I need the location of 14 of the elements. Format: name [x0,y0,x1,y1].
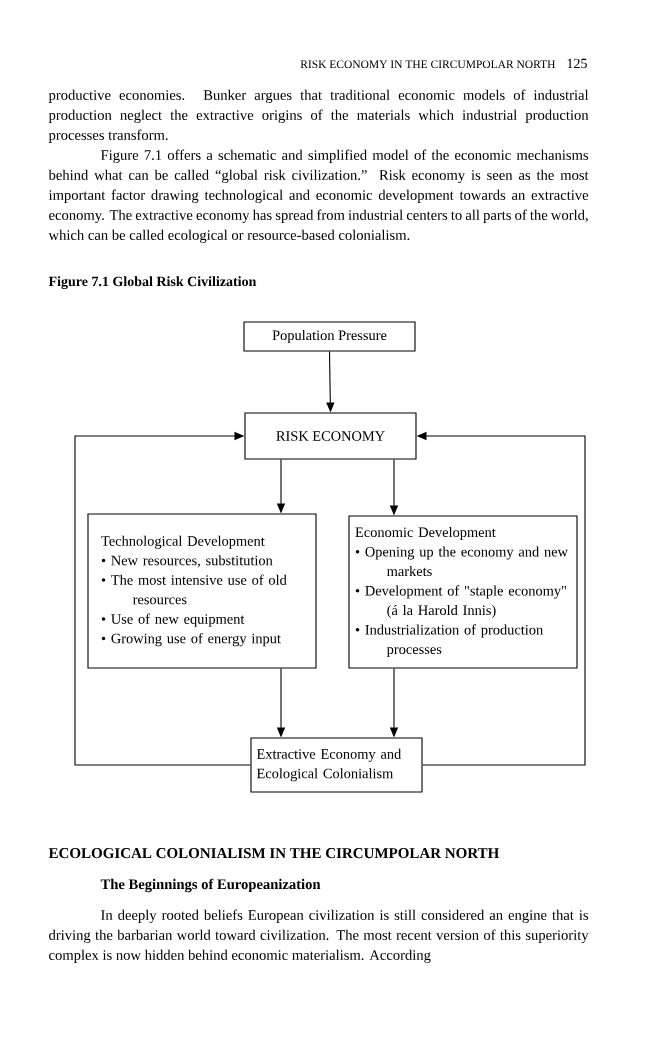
process-box: Technological Development • New resources, substitution • The most intensive use of old resources • Use of new equipment • Growing use of energy input [87,513,317,669]
arrow [74,431,251,766]
process-box: Economic Development • Opening up the economy and new markets • Development of "staple economy" (á la Harold Innis) • Industrialization of production processes [348,515,578,669]
body-paragraph: productive economies. Bunker argues that traditional economic models of industrial production neglect the extractive origins of the materials which industrial production processes transform. [48,89,589,143]
figure-title: Figure 7.1 Global Risk Civilization [48,276,257,290]
process-box: RISK ECONOMY [244,412,417,460]
body-paragraph: In deeply rooted beliefs European civilization is still considered an engine that is driving the barbarian world toward civilization. The most recent version of this superiority complex is now hidden behind economic materialism. According [49,909,589,963]
running-header: RISK ECONOMY IN THE CIRCUMPOLAR NORTH [300,60,556,69]
process-box: Extractive Economy and Ecological Colonialism [250,737,423,793]
page-number: 125 [567,58,587,69]
process-box: Population Pressure [243,321,416,352]
section-heading: ECOLOGICAL COLONIALISM IN THE CIRCUMPOLAR NORTH [48,848,500,859]
subsection-heading: The Beginnings of Europeanization [100,878,321,893]
body-paragraph: Figure 7.1 offers a schematic and simplified model of the economic mechanisms behind what can be called “global risk civilization.” Risk economy is seen as the most important factor drawing technological and economic development towards an extractive economy. The extractive economy has spread from industrial centers to all parts of the world, which can be called ecological or resource-based colonialism. [48,149,589,243]
